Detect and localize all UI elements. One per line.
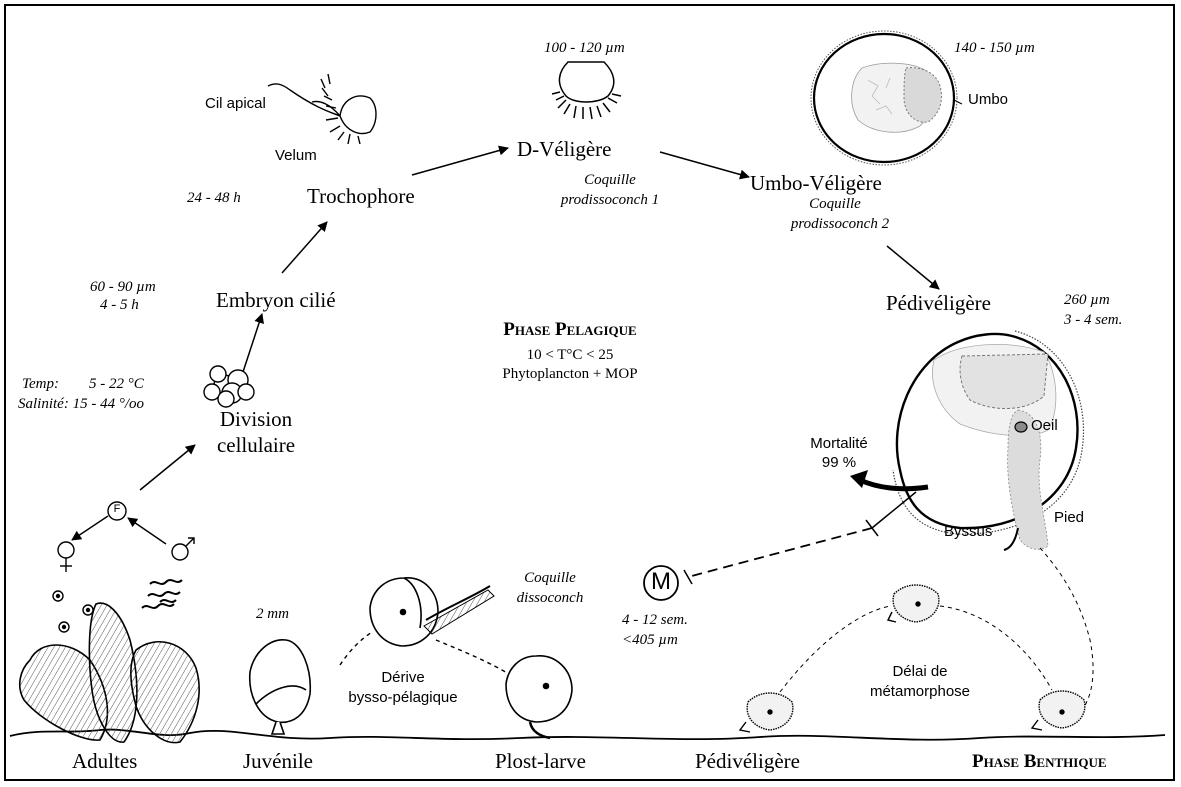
oeil-label: Oeil <box>1031 417 1058 434</box>
arrow-embryon-to-trochophore <box>281 221 328 274</box>
arrow-d-to-umbo <box>659 151 750 180</box>
d-veligere-shell-1: Coquille <box>584 172 636 188</box>
umbo-veligere-shell-2: prodissoconch 2 <box>790 216 890 232</box>
pediveligere-label: Pédivéligère <box>886 291 991 315</box>
pelagic-temperature: 10 < T°C < 25 <box>526 347 614 363</box>
mortality-label-1: Mortalité <box>810 435 868 452</box>
drift-label-1: Dérive <box>381 669 425 686</box>
embryon-size: 60 - 90 µm <box>90 279 156 295</box>
benthic-phase-title: Phase Benthique <box>972 751 1107 772</box>
pelagic-food: Phytoplancton + MOP <box>502 366 638 382</box>
metamorphosis-delay-arc-left <box>779 605 891 693</box>
post-larva-label: Plost-larve <box>495 749 586 773</box>
benthic-pediveliger-2 <box>886 584 940 623</box>
umbo-veligere-size: 140 - 150 µm <box>954 40 1035 56</box>
benthic-pediveliger-1 <box>738 692 794 733</box>
figure-frame <box>4 4 1175 781</box>
metamorphose-letter: M <box>651 568 671 595</box>
salinity-range: Salinité: 15 - 44 °/oo <box>18 396 144 412</box>
umbo-veliger-drawing <box>810 30 963 166</box>
embryon-time: 4 - 5 h <box>100 297 139 313</box>
d-veligere-label: D-Véligère <box>517 137 612 161</box>
pied-label: Pied <box>1054 509 1085 526</box>
metamorphosis-delay-arc-right <box>939 605 1053 691</box>
drift-label-2: bysso-pélagique <box>348 689 458 706</box>
d-veligere-shell-2: prodissoconch 1 <box>560 192 660 208</box>
trochophore-drawing <box>267 73 377 145</box>
juvenile-size: 2 mm <box>256 606 289 622</box>
division-label-1: Division <box>219 407 293 431</box>
metamorphosis-delay-1: Délai de <box>892 663 948 680</box>
umbo-veligere-label: Umbo-Véligère <box>750 171 882 195</box>
pediveligere-size: 260 µm <box>1064 292 1110 308</box>
cil-apical-label: Cil apical <box>205 95 266 112</box>
drifting-shell-drawing <box>339 577 513 677</box>
arrow-umbo-to-pedi <box>886 245 940 290</box>
d-veliger-drawing <box>551 61 622 120</box>
juvenile-label: Juvénile <box>243 749 313 773</box>
benthic-pediveliger-3 <box>1030 690 1086 731</box>
adults-label: Adultes <box>72 749 138 773</box>
umbo-label: Umbo <box>968 91 1009 108</box>
seabed-line <box>9 728 1166 741</box>
umbo-veligere-shell-1: Coquille <box>809 196 861 212</box>
velum-label: Velum <box>275 147 317 164</box>
post-larva-drawing <box>505 655 573 740</box>
mortality-label-2: 99 % <box>821 454 857 471</box>
dissoconch-label-1: Coquille <box>524 570 576 586</box>
juvenile-drawing <box>248 639 312 735</box>
cell-division-drawing <box>203 365 255 408</box>
m-time: 4 - 12 sem. <box>622 612 688 628</box>
embryon-label: Embryon cilié <box>216 288 336 312</box>
d-veligere-size: 100 - 120 µm <box>544 40 625 56</box>
fertilization-drawing <box>52 501 195 633</box>
arrow-division-to-embryon <box>242 313 264 373</box>
trochophore-time: 24 - 48 h <box>187 190 241 206</box>
arrow-trochophore-to-d <box>411 145 509 176</box>
benthic-pediveliger-label: Pédivéligère <box>695 749 800 773</box>
fecondation-letter: F <box>113 503 121 515</box>
pediveligere-time: 3 - 4 sem. <box>1064 312 1123 328</box>
adult-mussels-drawing <box>18 602 200 744</box>
dissoconch-label-2: dissoconch <box>516 590 584 606</box>
arrow-f-to-division <box>139 444 196 491</box>
trochophore-label: Trochophore <box>307 184 415 208</box>
m-size: <405 µm <box>622 632 678 648</box>
byssus-label: Byssus <box>944 523 993 540</box>
metamorphosis-delay-2: métamorphose <box>869 683 971 700</box>
division-label-2: cellulaire <box>216 433 296 457</box>
metamorphose-circle <box>643 565 679 601</box>
mortality-arrow <box>683 470 929 585</box>
pelagic-phase-title: Phase Pelagique <box>503 319 637 340</box>
temp-range: Temp: 5 - 22 °C <box>22 376 144 392</box>
